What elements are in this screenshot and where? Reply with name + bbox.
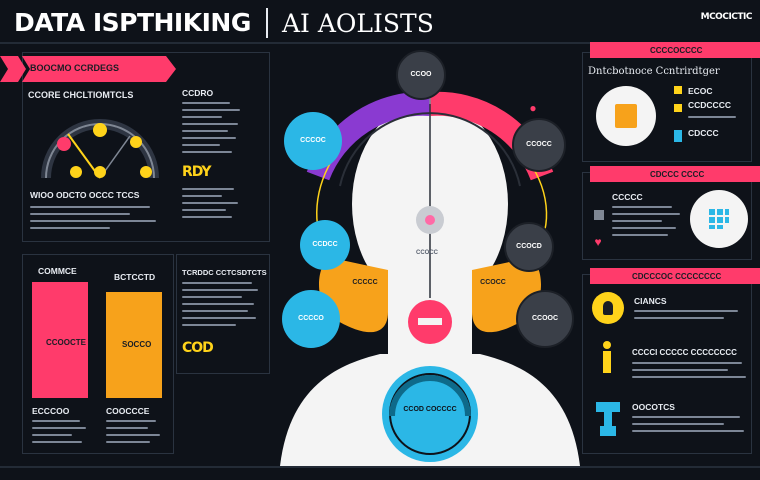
right-mid-tab — [590, 166, 760, 182]
bar-orange — [106, 292, 162, 398]
col1-title: COMMCE — [38, 266, 77, 276]
yellow-square-icon-1 — [674, 86, 682, 94]
gauge-text-lines — [30, 206, 160, 229]
bubble-right-1-label: CCOCC — [526, 141, 552, 149]
document-icon — [615, 104, 637, 128]
bubble-left-1-label: CCCOC — [300, 137, 326, 145]
right-item-1: ECOC — [688, 86, 713, 96]
left-list-header: CCDRO — [182, 88, 214, 98]
bubble-right-3: CCOOC — [516, 290, 574, 348]
bar-pink-label: CCOOCTE — [46, 338, 86, 347]
right-item-3: CDCCC — [688, 128, 719, 138]
bubble-top-label: CCOO — [410, 71, 432, 79]
list1-title: TCRDDC CCTCSDTCTS — [182, 268, 267, 277]
left-list-lines-2 — [182, 188, 242, 218]
bar-pink — [32, 282, 88, 398]
heart-icon: ♥ — [594, 235, 602, 249]
gauge-title: CCORE CHCLTIOMTCLS — [28, 90, 134, 100]
chest-label: CCOD COCCCC — [403, 406, 457, 414]
left-bottom-panel — [22, 254, 174, 454]
lightbulb-circle — [592, 292, 624, 324]
bubble-left-3: CCCCO — [282, 290, 340, 348]
foot1: ECCCOO — [32, 406, 70, 416]
top-divider — [0, 42, 760, 44]
ear-left-label: CCCCC — [352, 279, 378, 287]
bubble-right-2: CCOCD — [504, 222, 554, 272]
highlight-cod: COD — [182, 340, 214, 356]
right-item-4: CCCCC — [612, 192, 643, 202]
chest-label-wrap: CCOD COCCCC — [388, 390, 472, 430]
trophy-icon — [594, 400, 622, 438]
page-title: DATA ISPTHIKING — [14, 8, 251, 37]
right-label-c-lines — [632, 416, 748, 432]
right-label-b-lines — [632, 362, 748, 378]
bubble-left-2: CCDCC — [300, 220, 350, 270]
ear-left-label-wrap: CCCCC — [340, 268, 390, 298]
ear-right-label: CCOCC — [480, 279, 506, 287]
bubble-top: CCOO — [396, 50, 446, 100]
right-top-tab — [590, 42, 760, 58]
right-label-b: CCCCI CCCCC CCCCCCCC — [632, 348, 737, 357]
grid-icon-circle — [690, 190, 748, 248]
foot2-lines — [106, 420, 162, 443]
right-item-lines — [688, 116, 744, 118]
right-bottom-tab — [590, 268, 760, 284]
right-item-2: CCDCCCC — [688, 100, 731, 110]
title-divider — [266, 8, 268, 38]
right-bottom-tab-label: CDCCCOC CCCCCCCC — [632, 272, 722, 281]
bubble-left-3-label: CCCCO — [298, 315, 324, 323]
foot1-lines — [32, 420, 88, 443]
right-label-c: OOCOTCS — [632, 402, 675, 412]
cyan-square-icon — [674, 130, 682, 142]
bubble-left-1: CCCOC — [284, 112, 342, 170]
col2-title: BCTCCTD — [114, 272, 156, 282]
bubble-left-2-label: CCDCC — [312, 241, 338, 249]
bubble-right-3-label: CCOOC — [531, 315, 559, 323]
bar-orange-label: SOCCO — [122, 340, 152, 349]
bubble-right-2-label: CCOCD — [516, 243, 542, 251]
list1-lines — [182, 282, 262, 326]
right-mid-tab-label: CDCCC CCCC — [650, 170, 705, 179]
right-mid-lines — [612, 206, 682, 236]
bubble-right-1: CCOCC — [512, 118, 566, 172]
ribbon-label: BOOCMO CCRDEGS — [30, 63, 120, 73]
left-mid-panel — [176, 254, 270, 374]
person-icon — [600, 340, 614, 374]
right-title: Dntcbotnoce Ccntrirdtger — [588, 66, 720, 77]
foot2: COOCCCE — [106, 406, 150, 416]
grid-icon — [709, 209, 729, 229]
left-list-lines — [182, 102, 242, 153]
right-label-a-lines — [634, 310, 744, 319]
lightbulb-icon: ● — [529, 101, 537, 115]
ribbon-banner — [0, 56, 176, 82]
page-subtitle: AI AOLISTS — [282, 9, 434, 38]
header-tag: MCOCICTIC — [700, 12, 753, 22]
gauge-caption: WIOO ODCTO OCCC TCCS — [30, 190, 140, 200]
neck-label: CCOCC — [416, 250, 438, 256]
document-icon-circle — [596, 86, 656, 146]
small-square-icon — [594, 210, 604, 220]
left-top-panel — [22, 52, 270, 242]
right-label-a: CIANCS — [634, 296, 667, 306]
highlight-rdy: RDY — [182, 164, 212, 180]
ear-right-label-wrap: CCOCC — [468, 268, 518, 298]
right-top-tab-label: CCCCOCCCC — [650, 46, 703, 55]
gauge-chart — [41, 119, 159, 179]
bottom-divider — [0, 466, 760, 468]
lightbulb-symbol — [603, 301, 613, 315]
yellow-square-icon-2 — [674, 104, 682, 112]
